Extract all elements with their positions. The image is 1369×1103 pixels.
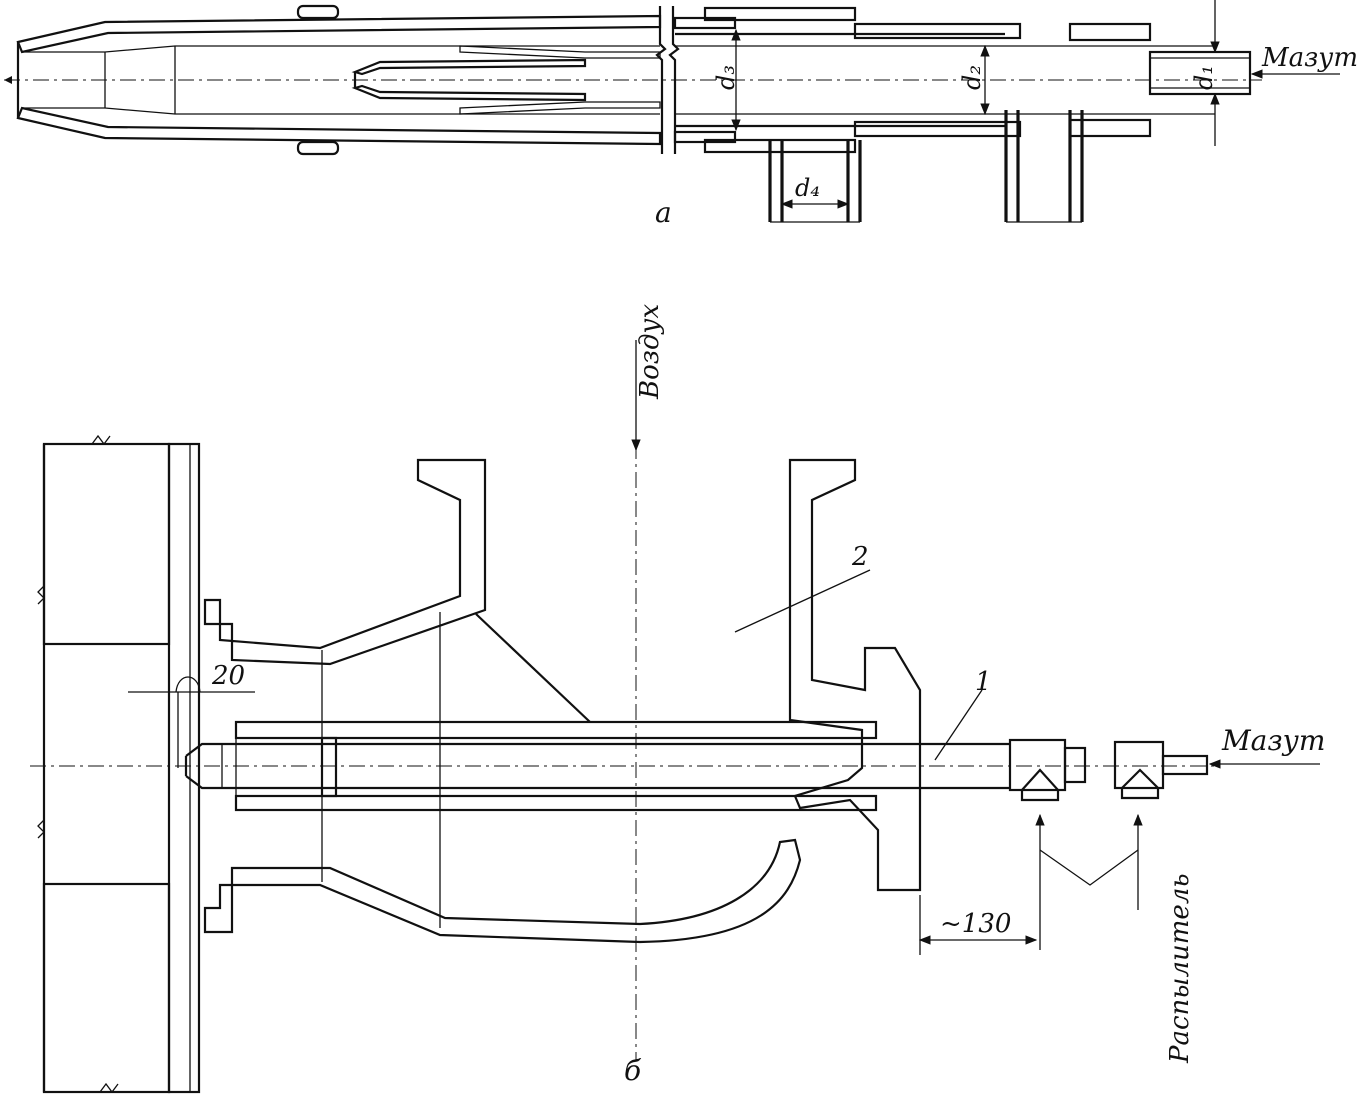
break-mark-side [37, 585, 45, 605]
branch-pipe-2-left [1004, 110, 1020, 222]
break-mark-bottom [99, 1082, 119, 1094]
label-fuel-bottom: Мазут [1221, 724, 1325, 757]
view-a-axis-arrow [4, 76, 12, 84]
label-d1: d₁ [1190, 65, 1218, 90]
rear-gland-top [1068, 22, 1152, 42]
fuel-inlet-pipe [1148, 50, 1252, 96]
casing-upper-wall [203, 458, 487, 666]
atomizer-leader [1039, 849, 1139, 886]
label-d2: d₂ [958, 65, 986, 90]
sleeve-lower [459, 101, 661, 115]
centering-lug-top [296, 4, 340, 20]
label-dim-130: ~130 [940, 909, 1011, 939]
atomizer-tee-1 [1008, 738, 1067, 792]
view-a-nozzle-section: d₃ d₂ d₁ d₄ а Мазут [4, 0, 1358, 229]
label-view-b: б [624, 1054, 642, 1087]
label-atomizer: Распылитель [1165, 873, 1195, 1064]
barrel-spacer [320, 736, 338, 798]
view-b-burner-assembly: Воздух Мазут 2 1 20 ~130 Распылитель б [30, 303, 1325, 1094]
break-line-left [655, 6, 667, 154]
dim-20-arc [175, 676, 201, 693]
break-mark-side [37, 819, 45, 839]
leader-part-2 [734, 569, 871, 633]
wall-lining [167, 442, 201, 1094]
barrel-wall-top [234, 720, 878, 740]
atomizer-tee-2 [1113, 740, 1165, 790]
nozzle-lance [184, 742, 1010, 790]
label-part-1: 1 [975, 667, 992, 697]
sleeve-upper [459, 45, 661, 59]
coupling [1063, 746, 1087, 784]
wall-brickwork-lower [42, 882, 171, 1094]
barrel-wall-bottom [234, 794, 878, 812]
break-line-right [668, 6, 680, 154]
casing-right-wall [788, 458, 922, 892]
fuel-nipple [1161, 754, 1209, 776]
gland-bottom [853, 120, 1022, 138]
centering-lug-bottom [296, 140, 340, 156]
inner-bore-top [22, 45, 660, 53]
branch-pipe-2-right [1068, 110, 1084, 222]
casing-lower-wall [203, 838, 802, 944]
inner-nozzle-upper [351, 58, 587, 76]
atomizer-tee-2-port [1120, 768, 1160, 800]
atomizer-tee-1-port [1020, 768, 1060, 802]
label-fuel-top: Мазут [1261, 43, 1358, 73]
wall-brickwork-upper [42, 442, 171, 646]
union-nut-top [703, 6, 857, 22]
label-dim-20: 20 [211, 661, 245, 691]
inner-bore-bottom [22, 107, 660, 115]
label-air: Воздух [635, 303, 665, 400]
leader-part-1 [934, 689, 983, 761]
label-d4: d₄ [795, 174, 820, 202]
label-part-2: 2 [851, 542, 869, 572]
label-view-a: а [655, 196, 672, 229]
label-d3: d₃ [712, 65, 740, 90]
gland-top [853, 22, 1022, 40]
union-nut-bottom [703, 138, 857, 154]
inner-nozzle-lower [351, 84, 587, 102]
air-guide-vane [475, 613, 591, 723]
break-mark-top [91, 434, 111, 446]
